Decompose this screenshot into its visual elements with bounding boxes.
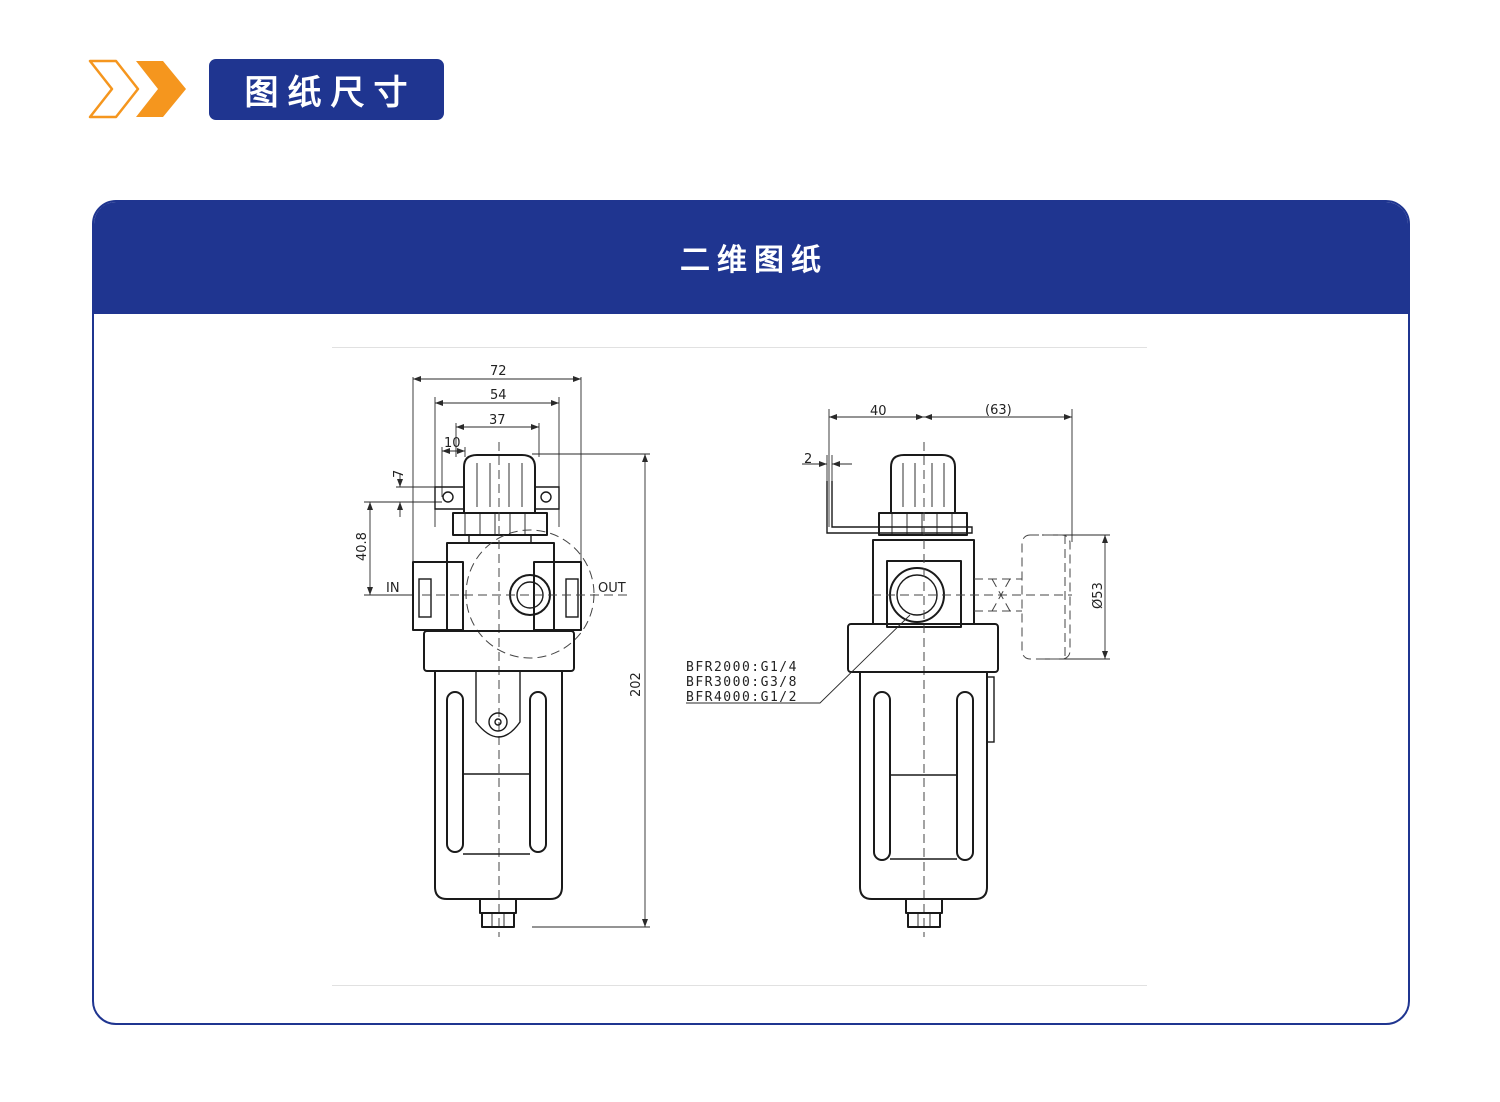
dim-height-40-8: 40.8 [355,532,370,561]
dim-width-40: 40 [870,404,887,419]
dim-diameter-53: Ø53 [1091,582,1106,609]
model-port-bfr2000: BFR2000:G1/4 [686,660,798,675]
side-view: 40 (63) 2 Ø53 [686,403,1110,937]
panel-header: 二维图纸 [94,202,1408,314]
port-label-out: OUT [598,581,626,596]
dim-height-7: 7 [392,470,407,478]
panel-title: 二维图纸 [680,243,828,278]
dim-width-63: (63) [985,403,1012,418]
model-port-bfr3000: BFR3000:G3/8 [686,675,798,690]
model-port-bfr4000: BFR4000:G1/2 [686,690,798,705]
port-label-in: IN [386,581,400,596]
dim-width-54: 54 [490,388,507,403]
front-view: 72 54 37 10 7 40.8 IN OUT 202 [355,364,650,937]
dim-width-72: 72 [490,364,507,379]
drawing-panel: 二维图纸 [92,200,1410,1025]
dim-gap-2: 2 [804,452,812,467]
double-chevron-icon [88,59,186,119]
dim-width-37: 37 [489,413,506,428]
section-title-text: 图纸尺寸 [244,73,417,113]
dim-width-10: 10 [444,436,461,451]
dim-height-202: 202 [629,672,644,697]
section-title: 图纸尺寸 [209,59,444,120]
technical-drawing: 72 54 37 10 7 40.8 IN OUT 202 [332,347,1147,986]
